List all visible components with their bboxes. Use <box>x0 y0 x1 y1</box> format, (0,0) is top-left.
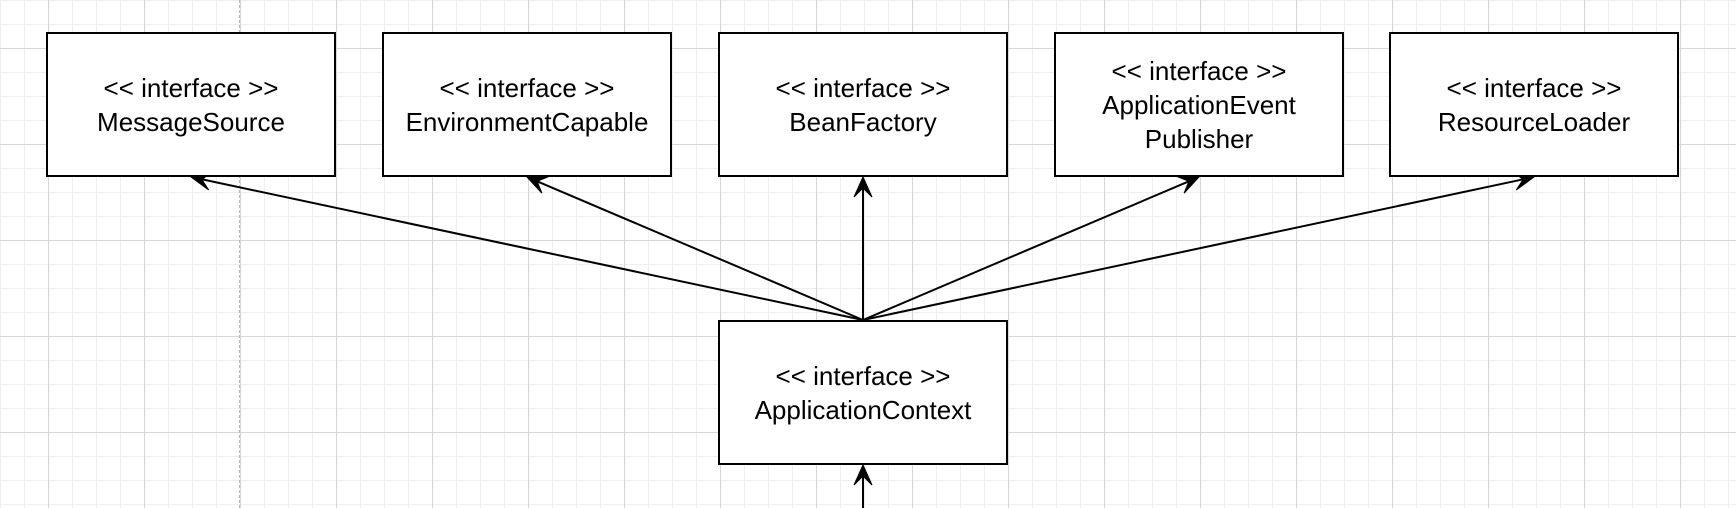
interface-box-environment-capable[interactable]: << interface >> EnvironmentCapable <box>382 32 672 177</box>
stereotype-label: << interface >> <box>103 72 279 103</box>
interface-name: ResourceLoader <box>1437 106 1631 137</box>
interface-box-application-event-publisher[interactable]: << interface >> ApplicationEvent Publish… <box>1054 32 1344 177</box>
arrowhead-application-context <box>853 463 873 486</box>
stereotype-label: << interface >> <box>1446 72 1622 103</box>
interface-box-message-source[interactable]: << interface >> MessageSource <box>46 32 336 177</box>
inheritance-edge-application-context-to-resource-loader <box>862 178 1524 321</box>
inheritance-edge-application-context-to-application-event-publisher <box>862 180 1190 321</box>
arrowhead-bean-factory <box>853 175 873 198</box>
inheritance-edge-application-context-to-environment-capable <box>536 180 864 321</box>
interface-box-application-context[interactable]: << interface >> ApplicationContext <box>718 320 1008 465</box>
interface-name: ApplicationContext <box>754 394 972 425</box>
interface-name: BeanFactory <box>789 106 937 137</box>
inheritance-edge-application-context-to-message-source <box>201 178 864 321</box>
interface-name: EnvironmentCapable <box>405 106 649 137</box>
interface-name: MessageSource <box>97 106 285 137</box>
stereotype-label: << interface >> <box>775 360 951 391</box>
stereotype-label: << interface >> <box>439 72 615 103</box>
interface-name-line-1: ApplicationEvent <box>1102 89 1296 120</box>
stereotype-label: << interface >> <box>1111 55 1287 86</box>
interface-box-resource-loader[interactable]: << interface >> ResourceLoader <box>1389 32 1679 177</box>
page-guide-line <box>239 0 240 508</box>
stereotype-label: << interface >> <box>775 72 951 103</box>
interface-name-line-2: Publisher <box>1144 123 1254 154</box>
interface-box-bean-factory[interactable]: << interface >> BeanFactory <box>718 32 1008 177</box>
